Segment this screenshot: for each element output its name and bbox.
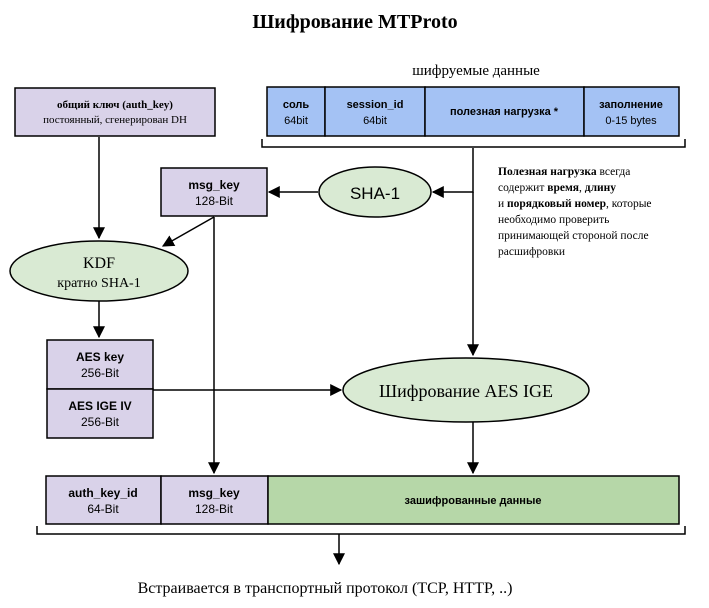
note-line-5: принимающей стороной после: [498, 230, 649, 242]
field-payload-label: полезная нагрузка *: [450, 106, 559, 118]
aes-ige-label: Шифрование AES IGE: [379, 381, 553, 401]
note-line-1-rest: всегда: [597, 166, 631, 178]
output-row: auth_key_id 64-Bit msg_key 128-Bit зашиф…: [45, 475, 680, 525]
transport-caption: Встраивается в транспортный протокол (TC…: [138, 580, 513, 597]
msg-key-size: 128-Bit: [195, 194, 234, 208]
diagram-title: Шифрование MTProto: [252, 11, 457, 33]
field-session-id-size: 64bit: [363, 115, 387, 127]
msg-key-box: msg_key 128-Bit: [160, 167, 268, 217]
aes-key-label: AES key: [76, 350, 124, 364]
aes-iv-size: 256-Bit: [81, 415, 120, 429]
out-auth-key-id-label: auth_key_id: [68, 486, 137, 500]
note-line-3-a: и: [498, 198, 507, 210]
note-line-6: расшифровки: [498, 246, 565, 258]
out-auth-key-id-size: 64-Bit: [87, 502, 119, 516]
payload-note: Полезная нагрузка всегда содержит время,…: [498, 166, 652, 258]
field-padding-label: заполнение: [599, 99, 663, 111]
msg-key-label: msg_key: [188, 178, 240, 192]
aes-ige-node: Шифрование AES IGE: [342, 357, 590, 423]
note-line-1: Полезная нагрузка всегда: [498, 166, 630, 178]
arrow-msgkey-to-kdf: [161, 216, 215, 247]
arrow-data-to-sha1: [431, 148, 474, 198]
aes-key-size: 256-Bit: [81, 366, 120, 380]
note-line-2-d: длину: [585, 182, 617, 194]
note-line-2: содержит время, длину: [498, 182, 616, 194]
auth-key-title: общий ключ (auth_key): [57, 99, 173, 111]
sha1-node: SHA-1: [318, 166, 432, 218]
auth-key-box: общий ключ (auth_key) постоянный, сгенер…: [14, 87, 216, 137]
out-msg-key-size: 128-Bit: [195, 502, 234, 516]
kdf-label: KDF: [83, 255, 115, 272]
output-bracket: [36, 526, 686, 535]
kdf-node: KDF кратно SHA-1: [9, 240, 189, 302]
kdf-sublabel: кратно SHA-1: [57, 276, 140, 291]
payload-row: соль 64bit session_id 64bit полезная наг…: [266, 86, 680, 137]
note-line-3: и порядковый номер, которые: [498, 198, 652, 210]
aes-key-box: AES key 256-Bit: [46, 339, 154, 390]
field-session-id-label: session_id: [347, 99, 404, 111]
arrows: [93, 137, 479, 566]
note-line-2-a: содержит: [498, 182, 547, 194]
field-salt-label: соль: [283, 99, 310, 111]
sha1-label: SHA-1: [350, 184, 400, 203]
note-line-1-bold: Полезная нагрузка: [498, 166, 597, 178]
note-line-2-b: время: [547, 182, 579, 194]
field-salt-size: 64bit: [284, 115, 308, 127]
aes-iv-label: AES IGE IV: [68, 399, 131, 413]
note-line-4: необходимо проверить: [498, 214, 609, 226]
note-line-3-c: , которые: [606, 198, 652, 210]
encrypted-data-caption: шифруемые данные: [412, 63, 540, 79]
out-encrypted-data-label: зашифрованные данные: [405, 495, 542, 507]
out-msg-key-label: msg_key: [188, 486, 240, 500]
note-line-3-b: порядковый номер: [507, 198, 606, 210]
field-padding-size: 0-15 bytes: [605, 115, 657, 127]
aes-iv-box: AES IGE IV 256-Bit: [46, 388, 154, 439]
auth-key-subtitle: постоянный, сгенерирован DH: [43, 114, 187, 126]
note-line-2-c: ,: [579, 182, 585, 194]
payload-bracket: [261, 139, 686, 148]
